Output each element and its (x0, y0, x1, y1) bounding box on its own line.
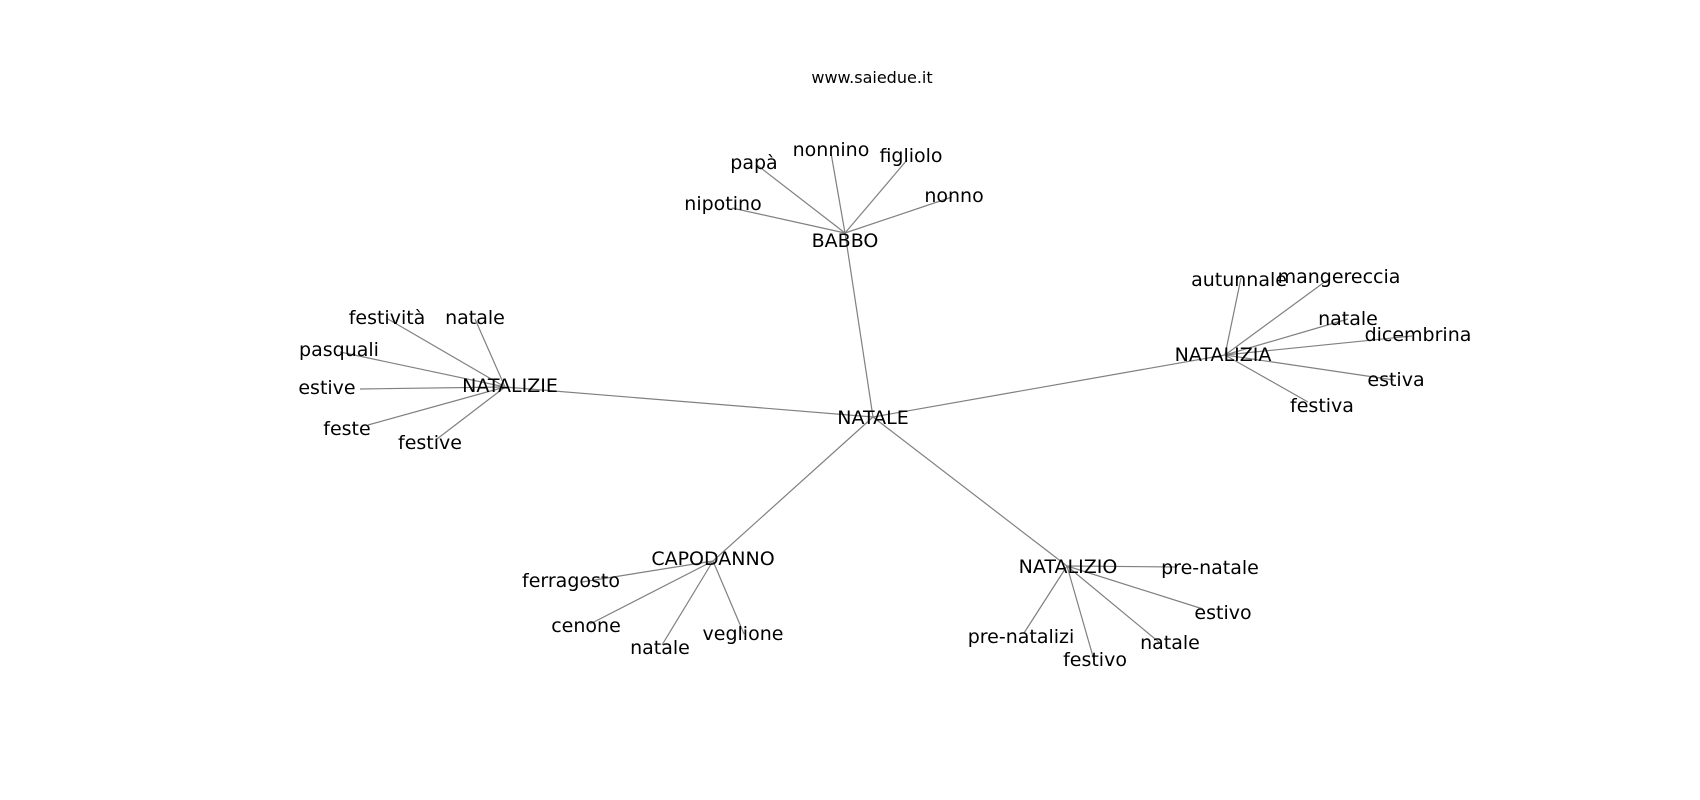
node-leaf-natalizie-festive: festive (398, 432, 462, 454)
node-leaf-natalizie-feste: feste (323, 418, 370, 440)
node-leaf-natalizio-natale: natale (1140, 632, 1200, 654)
labels-layer: NATALE BABBO papà nonnino figliolo nonno nipot… (298, 139, 1471, 671)
node-leaf-natalizia-autunnale: autunnale (1191, 269, 1287, 291)
edge-capodanno-cenone (589, 560, 714, 625)
node-leaf-capodanno-cenone: cenone (551, 615, 621, 637)
edge-natalizie-natale (474, 318, 506, 388)
edge-natalizia-autunnale (1224, 277, 1242, 356)
edge-babbo-nipotino (731, 207, 846, 234)
edge-natalizia-estiva (1224, 354, 1395, 381)
node-leaf-natalizie-natale: natale (445, 307, 505, 329)
node-leaf-capodanno-natale: natale (630, 637, 690, 659)
edge-capodanno-ferragosto (581, 560, 714, 583)
node-leaf-babbo-nonnino: nonnino (793, 139, 870, 161)
node-leaf-natalizio-pre-natale: pre-natale (1161, 557, 1259, 579)
edge-natalizie-festive (436, 386, 506, 440)
edges-layer (339, 152, 1413, 661)
edge-natalizia-dicembrina (1224, 335, 1413, 356)
node-leaf-natalizia-festiva: festiva (1290, 395, 1354, 417)
node-leaf-capodanno-veglione: veglione (703, 623, 784, 645)
edge-babbo-nonnino (830, 152, 846, 234)
node-hub-capodanno: CAPODANNO (651, 548, 774, 570)
edge-natale-capodanno (712, 416, 874, 562)
node-leaf-natalizio-festivo: festivo (1063, 649, 1127, 671)
node-leaf-babbo-papa: papà (730, 152, 777, 174)
node-hub-natalizio: NATALIZIO (1019, 556, 1118, 578)
edge-natalizio-festivo (1066, 565, 1095, 661)
node-leaf-babbo-nipotino: nipotino (684, 193, 761, 215)
node-leaf-natalizio-pre-natalizi: pre-natalizi (968, 626, 1075, 648)
edge-natalizie-pasquali (339, 351, 506, 388)
node-leaf-babbo-nonno: nonno (924, 185, 983, 207)
edge-capodanno-veglione (712, 560, 745, 635)
node-leaf-natalizia-dicembrina: dicembrina (1365, 324, 1472, 346)
node-leaf-natalizia-natale: natale (1318, 308, 1378, 330)
edge-natalizie-estive (359, 386, 506, 390)
edge-natale-natalizie (504, 386, 874, 418)
edge-natale-natalizio (872, 416, 1068, 567)
edge-natalizio-pre-natalizi (1023, 565, 1068, 634)
edge-natalizio-natale (1066, 565, 1161, 644)
edge-natalizia-natale (1224, 318, 1349, 356)
node-leaf-natalizia-mangereccia: mangereccia (1278, 266, 1401, 288)
node-leaf-natalizie-festivita: festività (349, 307, 426, 329)
edge-natalizia-festiva (1224, 354, 1309, 403)
node-leaf-natalizio-estivo: estivo (1194, 602, 1251, 624)
node-hub-babbo: BABBO (812, 230, 879, 252)
node-hub-natalizia: NATALIZIA (1175, 344, 1272, 366)
edge-babbo-papa (756, 164, 846, 234)
edge-natale-natalizia (872, 354, 1226, 418)
edge-natalizie-festivita (387, 318, 506, 388)
edge-natalizio-pre-natale (1066, 565, 1178, 568)
node-leaf-natalizie-pasquali: pasquali (299, 339, 379, 361)
node-hub-natalizie: NATALIZIE (462, 375, 558, 397)
edge-natale-babbo (844, 232, 874, 418)
edge-babbo-nonno (844, 196, 953, 234)
edge-babbo-figliolo (844, 159, 908, 234)
edge-natalizia-mangereccia (1224, 277, 1331, 356)
node-center-natale: NATALE (837, 407, 908, 429)
edge-natalizie-feste (367, 386, 506, 426)
edge-capodanno-natale (661, 560, 714, 646)
edge-natalizio-estivo (1066, 565, 1204, 610)
node-leaf-natalizie-estive: estive (298, 377, 355, 399)
node-leaf-natalizia-estiva: estiva (1367, 369, 1424, 391)
site-title: www.saiedue.it (811, 68, 932, 87)
node-leaf-capodanno-ferragosto: ferragosto (522, 570, 620, 592)
node-leaf-babbo-figliolo: figliolo (879, 145, 942, 167)
